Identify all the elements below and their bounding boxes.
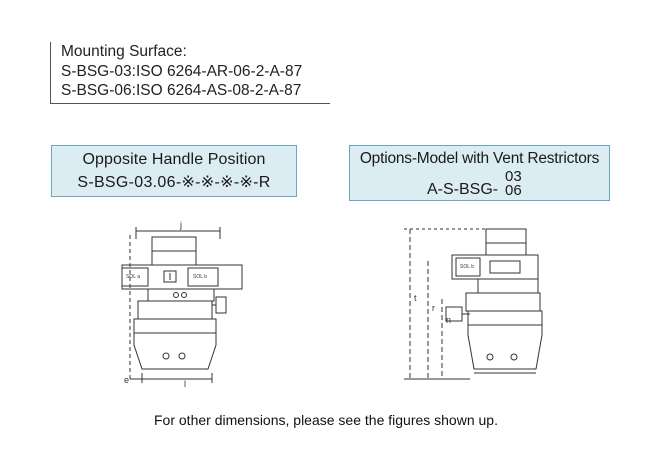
opposite-handle-title: Opposite Handle Position bbox=[82, 151, 266, 168]
pilot-valve-block bbox=[485, 228, 527, 256]
sol-a-label: SOL a bbox=[126, 274, 140, 280]
mounting-line-06: S-BSG-06:ISO 6264-AS-08-2-A-87 bbox=[61, 82, 302, 99]
solenoid-body bbox=[121, 264, 243, 290]
vent-restrictor-model: A-S-BSG- 03 06 bbox=[350, 168, 609, 199]
model-base: A-S-BSG- bbox=[427, 181, 499, 198]
mounting-line-03: S-BSG-03:ISO 6264-AR-06-2-A-87 bbox=[61, 62, 303, 80]
port-plug-right bbox=[510, 353, 518, 361]
opposite-handle-model: S-BSG-03.06-※-※-※-※-R bbox=[77, 174, 271, 191]
sol-b-label: SOL b bbox=[193, 274, 207, 280]
intermediate-block bbox=[137, 300, 213, 320]
intermediate-block bbox=[465, 292, 541, 312]
dim-r-label: r bbox=[432, 303, 435, 313]
vent-restrictor-box: Options-Model with Vent Restrictors A-S-… bbox=[349, 145, 610, 201]
solenoid-b-coil bbox=[187, 267, 219, 287]
dim-j-label: j bbox=[179, 220, 182, 230]
solenoid-b-coil bbox=[455, 257, 481, 277]
mounting-heading: Mounting Surface: bbox=[61, 43, 187, 60]
mounting-surface-block: Mounting Surface: S-BSG-03:ISO 6264-AR-0… bbox=[50, 42, 330, 104]
vent-restrictor-drawing: t r n SOL b bbox=[404, 228, 543, 380]
dim-e-label: e bbox=[124, 375, 129, 385]
dim-t-label: t bbox=[414, 293, 417, 303]
dim-n-label: n bbox=[446, 315, 451, 325]
opposite-handle-drawing: j SOL a SOL b e l bbox=[121, 220, 243, 389]
port-plug-left bbox=[162, 352, 170, 360]
override-button-b bbox=[173, 292, 179, 298]
main-valve-body bbox=[133, 318, 217, 370]
port-plug-left bbox=[486, 353, 494, 361]
override-button-a bbox=[181, 292, 187, 298]
solenoid-a-coil bbox=[121, 267, 149, 287]
dim-l-label: l bbox=[184, 379, 186, 389]
vent-restrictor-block bbox=[477, 278, 539, 294]
connector-box bbox=[489, 260, 521, 274]
main-valve-body bbox=[467, 310, 543, 370]
sol-b-label: SOL b bbox=[460, 264, 474, 270]
model-size-03: 03 bbox=[505, 168, 522, 185]
vent-restrictor-title: Options-Model with Vent Restrictors bbox=[359, 150, 600, 167]
connector-box bbox=[163, 270, 177, 283]
model-size-06: 06 bbox=[505, 182, 522, 199]
handle-knob bbox=[215, 296, 227, 314]
port-plug-right bbox=[178, 352, 186, 360]
footer-note: For other dimensions, please see the fig… bbox=[154, 412, 498, 428]
opposite-handle-box: Opposite Handle Position S-BSG-03.06-※-※… bbox=[51, 145, 297, 197]
